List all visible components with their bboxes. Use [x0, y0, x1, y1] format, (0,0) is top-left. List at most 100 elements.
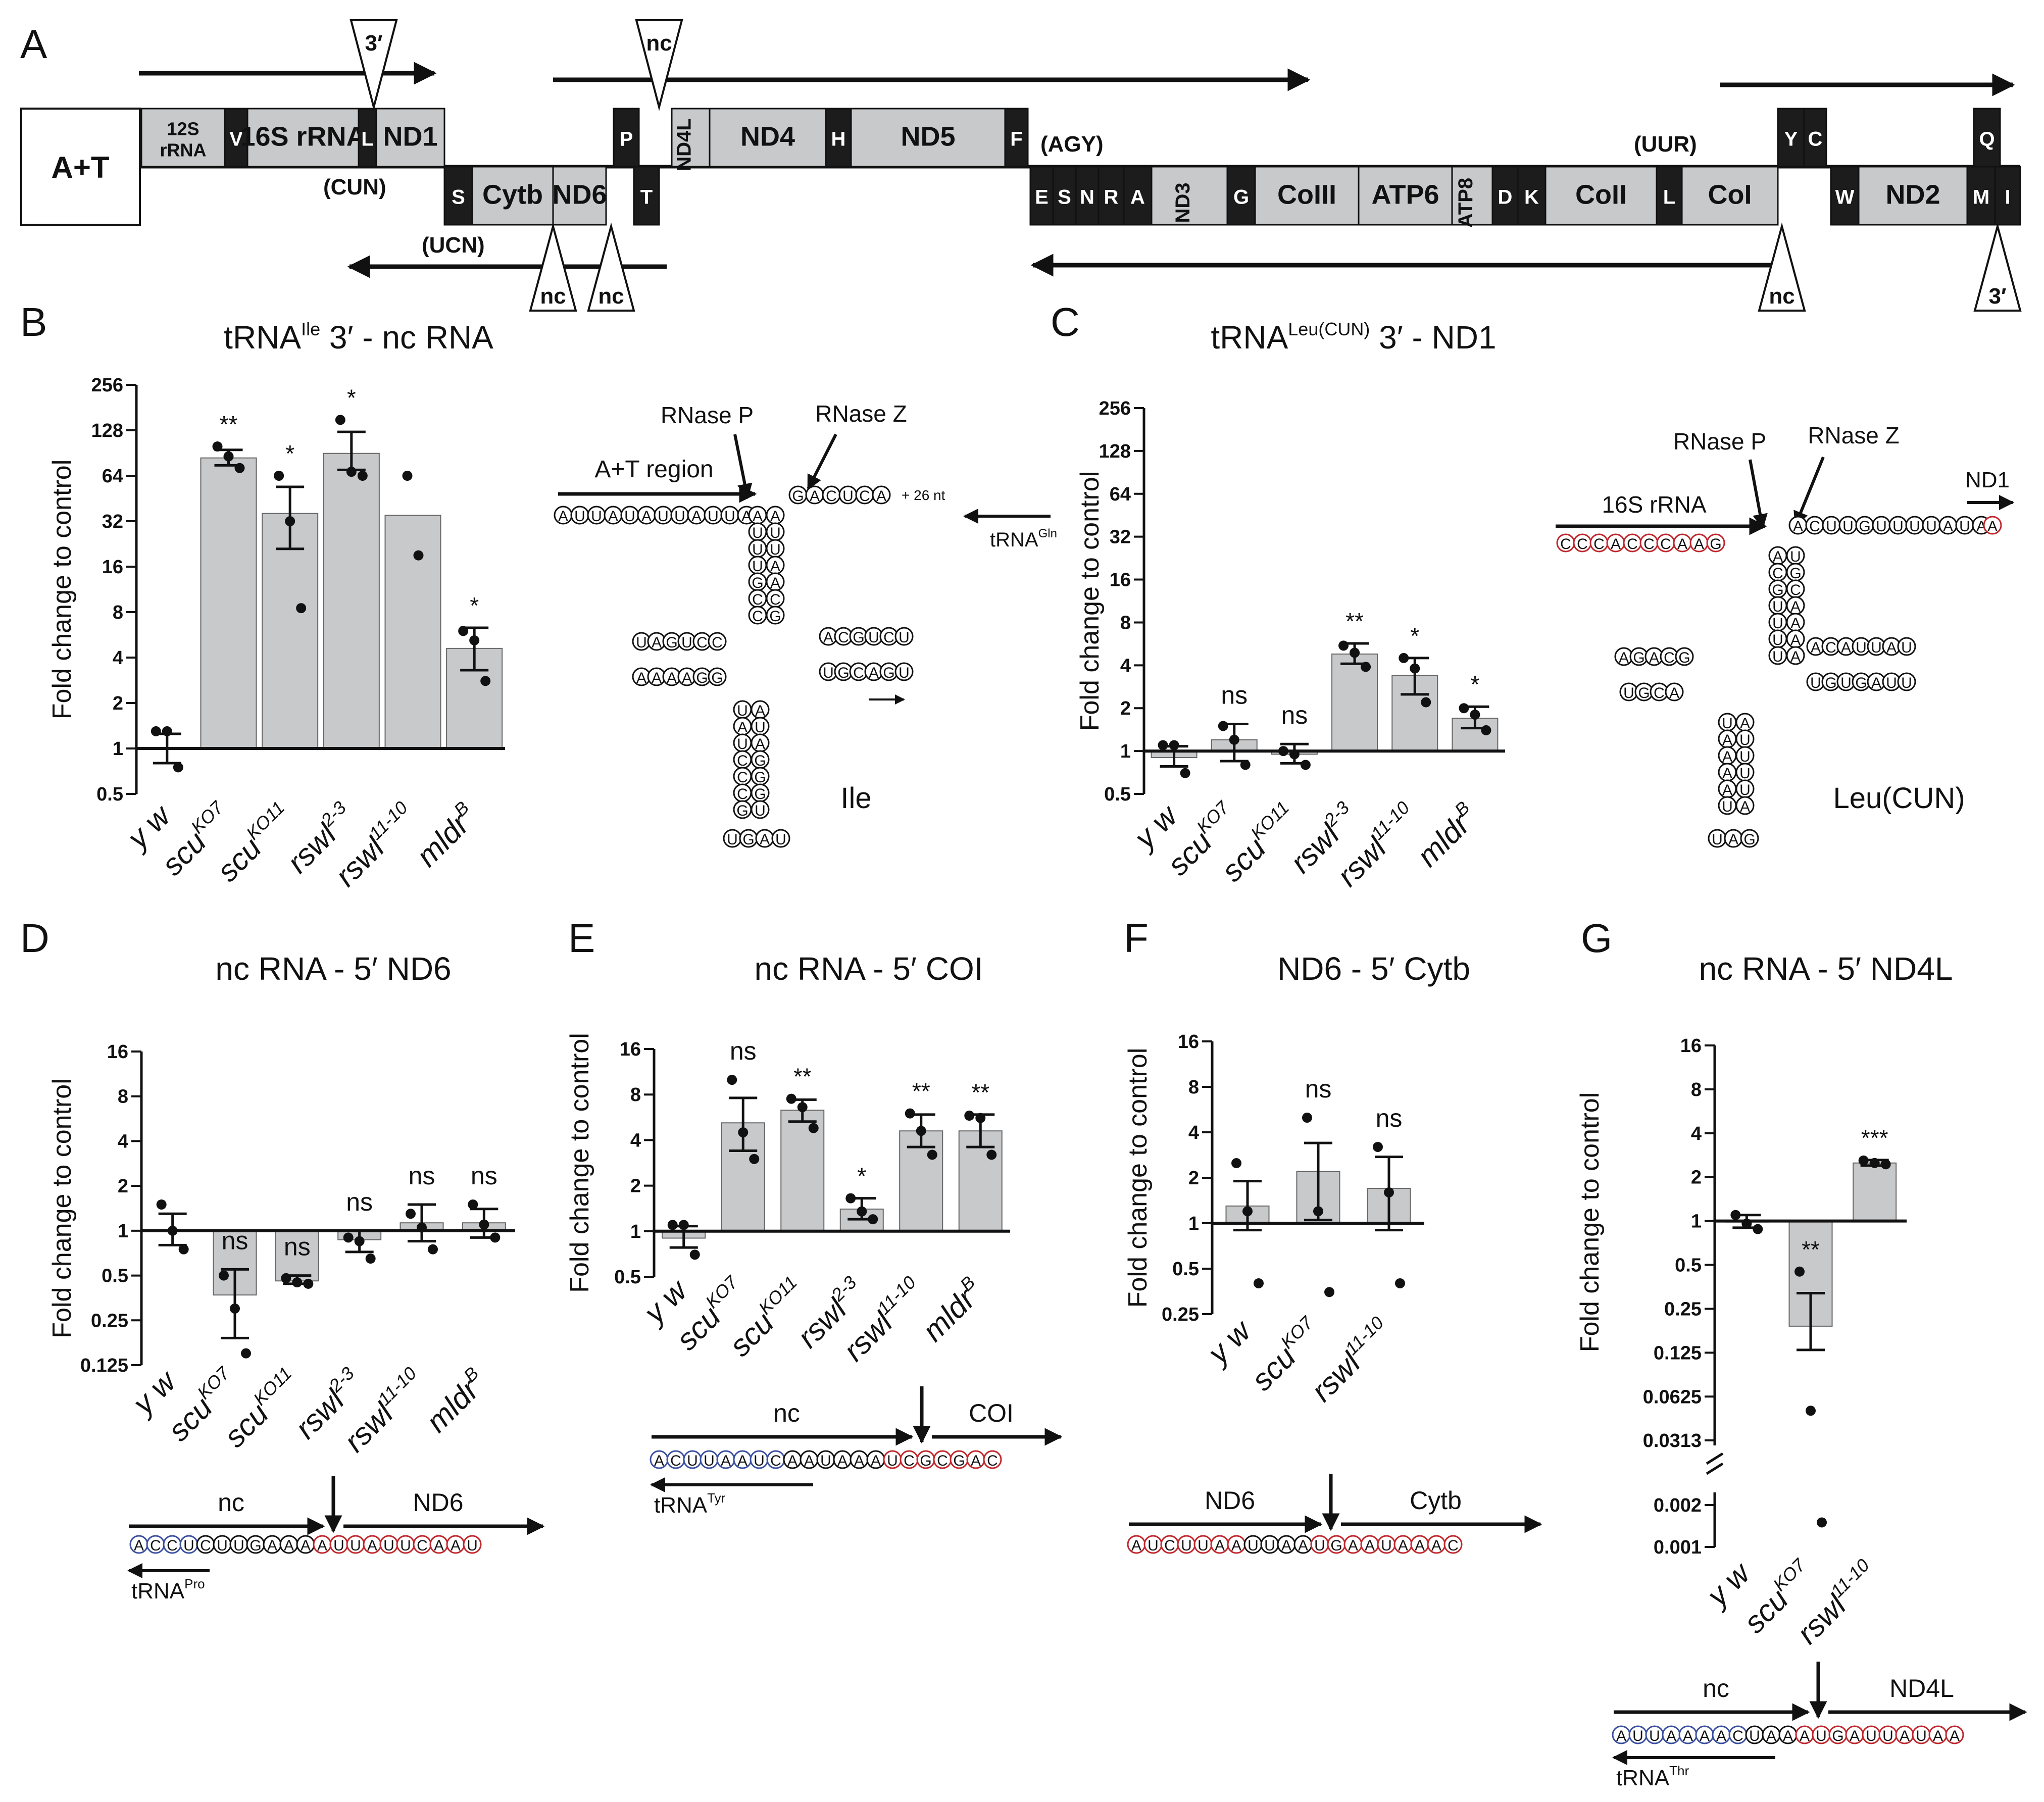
nucleotide-letter: C	[1809, 518, 1820, 535]
nucleotide-letter: A	[1793, 518, 1803, 535]
nucleotide-letter: U	[1856, 639, 1867, 656]
nucleotide-letter: A	[1431, 1537, 1441, 1554]
gene-label-bottom-22: I	[2005, 186, 2010, 209]
bar-B-3	[323, 453, 380, 749]
title-part: tRNA	[224, 319, 301, 356]
gene-label-bottom-8: A	[1130, 186, 1145, 209]
y-tick-label: 1	[1120, 741, 1131, 762]
data-point	[296, 603, 307, 614]
nucleotide	[708, 667, 727, 686]
gene-block-top-5	[613, 108, 640, 168]
significance-label: **	[1345, 608, 1364, 634]
significance-label: *	[1410, 623, 1419, 649]
nucleotide-letter: C	[752, 591, 763, 608]
y-tick-label: 0.0625	[1643, 1386, 1702, 1408]
label-sup: Gln	[1038, 527, 1057, 540]
nucleotide-letter: A	[1683, 1728, 1693, 1744]
data-point	[1338, 640, 1349, 651]
nucleotide-letter: U	[233, 1537, 244, 1554]
category-label: y w	[1200, 1313, 1258, 1371]
y-axis-label-B: Fold change to control	[47, 460, 77, 720]
nucleotide-letter: U	[574, 508, 585, 525]
y-tick-label: 0.25	[1162, 1304, 1199, 1325]
nucleotide-letter: U	[1739, 765, 1751, 782]
nucleotide-letter: A	[1933, 1728, 1943, 1744]
data-point	[281, 1273, 291, 1283]
nucleotide-letter: C	[1654, 685, 1665, 702]
nucleotide-letter: A	[1348, 1537, 1358, 1554]
category-superscript: 11-10	[365, 797, 412, 843]
category-superscript: 11-10	[873, 1272, 920, 1318]
nucleotide-letter: A	[1281, 1537, 1291, 1554]
nucleotide-letter: G	[1789, 565, 1801, 582]
nucleotide-letter: A	[667, 670, 677, 686]
nucleotide-letter: G	[1710, 536, 1721, 553]
significance-label: ns	[1376, 1104, 1403, 1132]
nucleotide-letter: U	[1959, 518, 1970, 535]
nucleotide-letter: U	[1381, 1537, 1392, 1554]
category-label: mldrB	[914, 1272, 990, 1347]
nucleotide-letter: C	[670, 1453, 681, 1469]
data-point	[1421, 697, 1431, 708]
gene-label-bottom-2: ND6	[552, 180, 607, 210]
nucleotide-letter: C	[1627, 536, 1638, 553]
nucleotide-letter: A	[1677, 536, 1687, 553]
y-tick-label: 0.002	[1654, 1495, 1702, 1516]
data-point	[343, 1232, 354, 1243]
nucleotide-letter: U	[1198, 1537, 1209, 1554]
nucleotide-letter: U	[770, 525, 781, 541]
nucleotide	[1665, 682, 1684, 702]
nucleotide-letter: G	[696, 670, 708, 686]
nucleotide-letter: A	[1790, 615, 1801, 632]
nucleotide-letter: A	[1649, 649, 1659, 666]
gene-label-top-2: 16S rRNA	[240, 122, 366, 152]
nucleotide-letter: U	[400, 1537, 411, 1554]
nucleotide-letter: C	[696, 634, 708, 651]
nucleotide-letter: U	[820, 1453, 831, 1469]
panel-e-right-label: COI	[969, 1399, 1014, 1427]
nucleotide-letter: U	[1926, 518, 1937, 535]
label-base: tRNA	[1616, 1766, 1670, 1790]
data-point	[1753, 1224, 1763, 1234]
panel-label-b: B	[20, 299, 47, 344]
nucleotide-letter: U	[708, 508, 719, 525]
nucleotide-letter: A	[451, 1537, 461, 1554]
nucleotide-letter: A	[823, 629, 833, 646]
label-sup: Pro	[184, 1576, 205, 1591]
nucleotide-letter: U	[1722, 715, 1733, 732]
nucleotide-letter: G	[769, 608, 781, 625]
y-tick-label: 16	[620, 1039, 641, 1060]
y-tick-label: 1	[630, 1221, 641, 1242]
data-point	[1242, 1206, 1253, 1217]
gene-label-bottom-14: D	[1498, 186, 1513, 209]
nucleotide-letter: U	[1181, 1537, 1192, 1554]
title-part: nc RNA - 5′ ND6	[215, 950, 451, 987]
nucleotide-letter: C	[859, 488, 870, 505]
nucleotide-letter: A	[770, 508, 780, 525]
nucleotide-letter: U	[1772, 632, 1783, 648]
nucleotide-letter: A	[1722, 782, 1732, 798]
data-point	[223, 451, 234, 462]
gene-label-top-5: P	[620, 128, 633, 151]
data-point	[749, 1154, 760, 1164]
nucleotide-letter: A	[837, 1453, 847, 1469]
gene-block-bottom-5	[1052, 166, 1077, 226]
nucleotide-letter: U	[1886, 675, 1897, 691]
y-tick-label: 1	[113, 738, 123, 760]
nucleotide-letter: C	[1664, 649, 1675, 666]
y-tick-label: 16	[1110, 570, 1131, 591]
nucleotide-letter: G	[1678, 649, 1690, 666]
rnase-p-arrow	[1749, 459, 1768, 529]
nucleotide	[771, 829, 790, 848]
nucleotide-letter: A	[1415, 1537, 1425, 1554]
gene-block-bottom-13	[1451, 166, 1493, 226]
data-point	[1240, 760, 1251, 770]
nucleotide	[1983, 516, 2002, 535]
y-tick-label: 1	[1188, 1213, 1199, 1234]
nucleotide-letter: A	[1616, 1728, 1626, 1744]
nucleotide-letter: A	[1669, 685, 1679, 702]
nucleotide-letter: A	[1790, 632, 1801, 648]
